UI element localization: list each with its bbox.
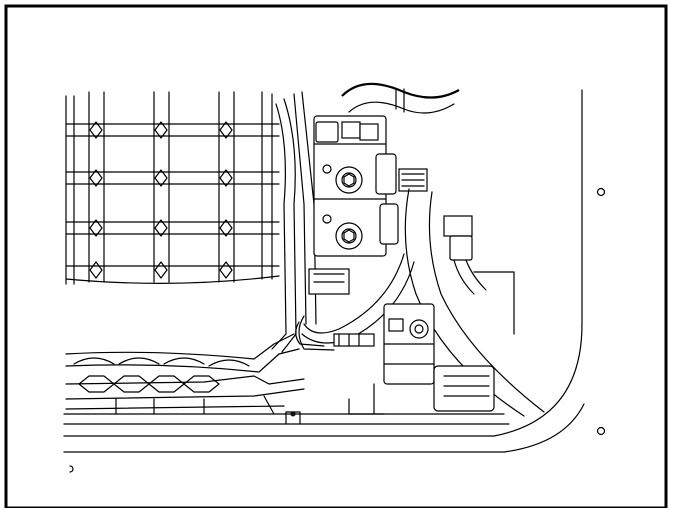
radiator-grille [65, 91, 280, 285]
mounting-hole [596, 426, 606, 436]
illustration-canvas [4, 4, 668, 508]
mounting-bracket [285, 411, 301, 425]
control-valve-block [313, 115, 428, 257]
radiator-shroud [65, 333, 305, 415]
mounting-hole [596, 187, 606, 197]
hose-fitting [443, 215, 515, 335]
technical-illustration [4, 4, 668, 510]
mounting-hole [69, 465, 74, 473]
side-panel-outline [63, 89, 583, 437]
pump-housing [348, 303, 495, 415]
figure-border [4, 4, 668, 508]
hose-clamp [295, 268, 375, 351]
